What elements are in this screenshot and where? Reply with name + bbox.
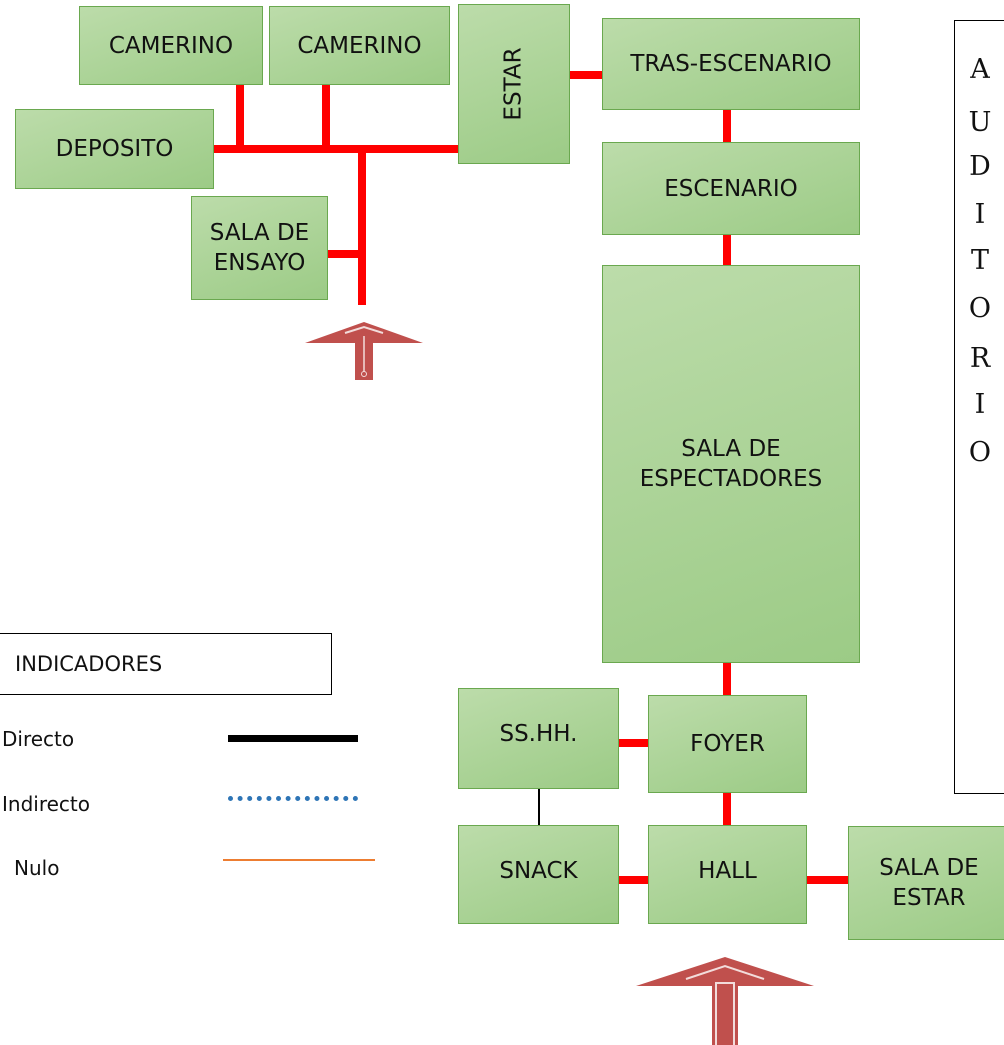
connection-corridor-vertical [358,145,366,305]
room-snack: SNACK [458,825,619,924]
room-sala-espectadores: SALA DE ESPECTADORES [602,265,860,663]
legend-line-directo [228,735,358,742]
room-tras-escenario: TRAS-ESCENARIO [602,18,860,110]
title-letter: I [974,389,986,420]
title-letter: T [970,245,989,276]
room-sshh: SS.HH. [458,688,619,789]
connection-camerino-1 [236,84,244,150]
connection-escenario-sala [723,234,731,267]
room-deposito: DEPOSITO [15,109,214,189]
entrance-arrow-icon [305,322,423,380]
title-letter: D [969,151,991,182]
connection-camerino-2 [322,84,330,150]
legend-title: INDICADORES [15,652,163,676]
room-sshh-label: SS.HH. [499,721,578,747]
title-letter: I [974,199,986,230]
legend-label-indirecto: Indirecto [2,792,90,816]
room-camerino-1: CAMERINO [79,6,263,85]
room-camerino-1-label: CAMERINO [108,32,234,59]
connection-estar-tras-escenario [568,71,604,79]
connection-sala-foyer [723,662,731,696]
connection-deposito-estar [212,145,464,153]
connection-sala-ensayo [327,250,362,258]
room-sala-estar: SALA DE ESTAR [848,826,1004,940]
room-foyer-label: FOYER [690,731,765,757]
title-letter: U [968,107,992,138]
room-escenario: ESCENARIO [602,142,860,235]
room-escenario-label: ESCENARIO [664,175,798,202]
legend-title-box: INDICADORES [0,633,332,695]
connection-snack-hall [617,876,650,884]
connection-sshh-snack [538,788,540,826]
room-tras-escenario-label: TRAS-ESCENARIO [630,51,832,77]
legend-label-directo: Directo [2,727,75,751]
room-hall-label: HALL [698,858,757,884]
room-snack-label: SNACK [499,858,578,884]
title-letter: A [970,54,990,85]
title-letter: R [969,343,991,374]
main-entrance-arrow-icon [636,957,814,1045]
room-deposito-label: DEPOSITO [55,136,174,162]
title-letter: O [968,437,992,468]
room-hall: HALL [648,825,807,924]
legend-line-indirecto [228,796,358,801]
legend-line-nulo [223,859,375,861]
auditorio-title-box: A U D I T O R I O [954,20,1004,794]
room-sala-espectadores-label: SALA DE ESPECTADORES [639,436,823,492]
room-foyer: FOYER [648,695,807,793]
title-letter: O [968,293,992,324]
room-estar-label: ESTAR [501,47,527,121]
room-sala-estar-label: SALA DE ESTAR [879,855,979,911]
legend-label-nulo: Nulo [14,856,60,880]
room-camerino-2: CAMERINO [269,6,450,85]
room-camerino-2-label: CAMERINO [297,32,422,59]
connection-hall-sala-estar [806,876,850,884]
connection-tras-escenario-escenario [723,109,731,144]
room-sala-ensayo: SALA DE ENSAYO [191,196,328,300]
room-estar: ESTAR [458,4,570,164]
room-sala-ensayo-label: SALA DE ENSAYO [209,220,310,276]
connection-sshh-foyer [617,739,650,747]
connection-foyer-hall [723,792,731,826]
